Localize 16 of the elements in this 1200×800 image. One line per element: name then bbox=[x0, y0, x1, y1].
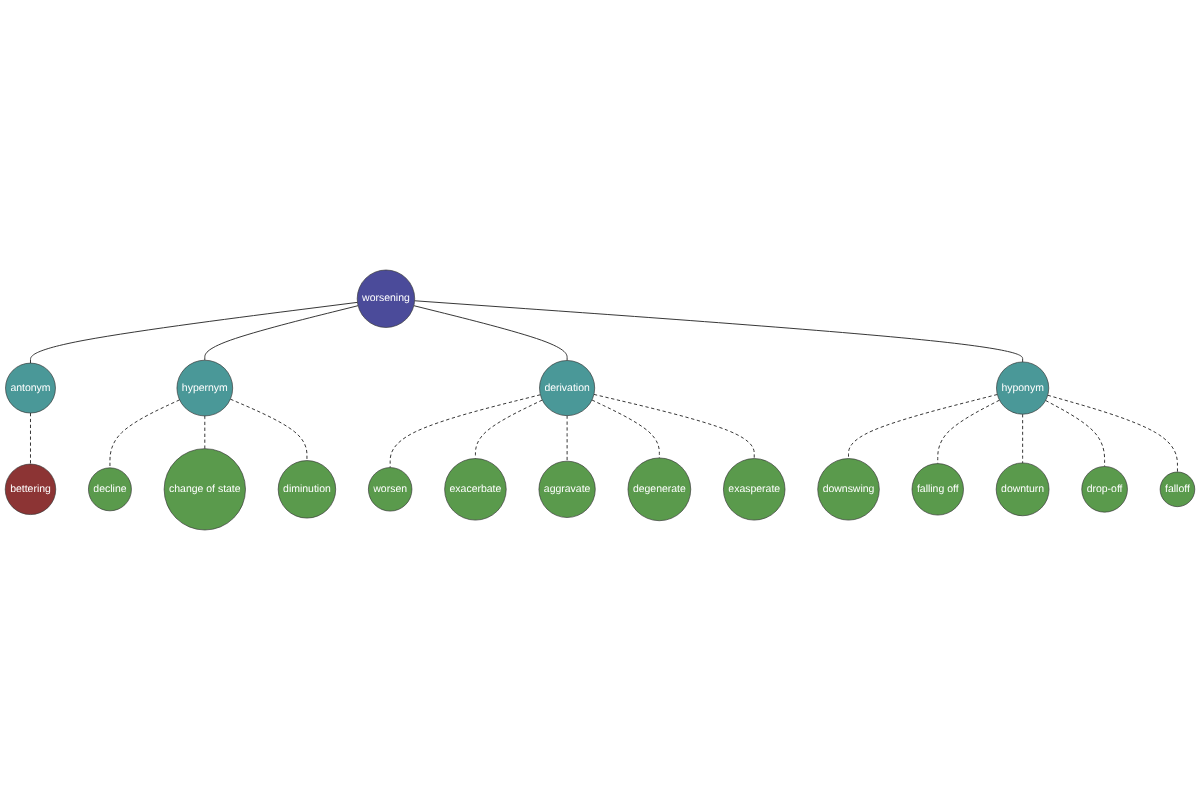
connector bbox=[204, 415, 206, 450]
connector bbox=[30, 301, 358, 364]
connector bbox=[937, 399, 1000, 465]
connector bbox=[413, 305, 568, 361]
connector bbox=[591, 399, 660, 459]
connector bbox=[229, 398, 308, 462]
connector bbox=[414, 300, 1024, 363]
connector bbox=[109, 399, 181, 469]
connector bbox=[1022, 413, 1024, 464]
connector bbox=[204, 305, 359, 361]
connector bbox=[566, 415, 568, 462]
connector bbox=[1045, 400, 1106, 467]
connector bbox=[30, 412, 31, 465]
connector bbox=[593, 393, 755, 460]
connector bbox=[474, 399, 543, 460]
connector bbox=[848, 394, 998, 460]
